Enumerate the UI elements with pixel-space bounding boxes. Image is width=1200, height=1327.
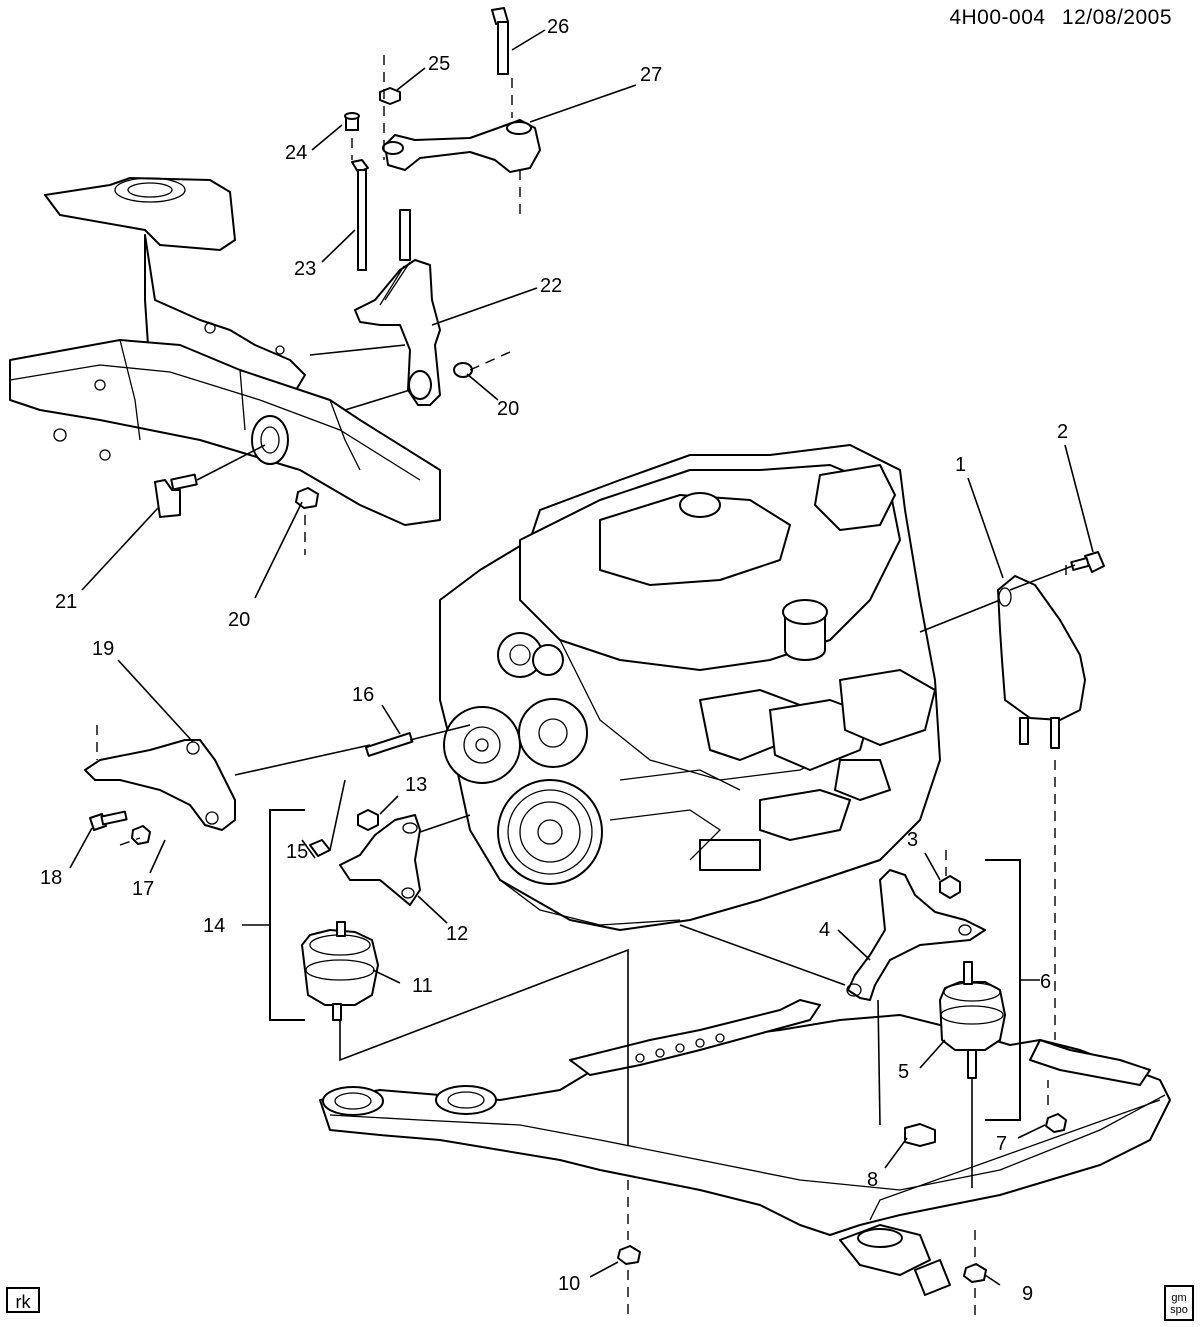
part-22-bracket [354,259,441,406]
callout-6: 6 [1040,971,1051,993]
part-21-bracket-bolt [154,473,198,518]
callout-9: 9 [1022,1283,1033,1305]
part-26-bolt [491,7,509,75]
callout-19: 19 [92,638,114,660]
part-20-nut-lower [295,487,319,509]
engine-cradle [319,999,1171,1296]
diagram-header: 4H00-004 12/08/2005 [949,6,1172,30]
callout-18: 18 [40,867,62,889]
logo-text-top: gm [1171,1292,1187,1304]
part-17-nut [131,825,151,845]
callout-4: 4 [819,919,830,941]
engine-assembly [439,444,941,931]
callout-20-upper: 20 [497,398,519,420]
callout-17: 17 [132,878,154,900]
callout-3: 3 [907,829,918,851]
callout-10: 10 [558,1273,580,1295]
callout-22: 22 [540,275,562,297]
reference-tag: rk [6,1287,40,1313]
part-16-stud [364,732,414,757]
callout-16: 16 [352,684,374,706]
callout-21: 21 [55,591,77,613]
part-23-long-bolt [351,159,369,271]
logo-text-bottom: spo [1170,1304,1188,1316]
diagram-date: 12/08/2005 [1061,6,1172,29]
part-24-bolt [344,112,360,131]
frame-rail-upper [9,177,441,526]
part-15-bolt [309,839,331,857]
callout-5: 5 [898,1061,909,1083]
callout-labels: 1 2 3 4 5 6 7 8 9 10 11 12 13 14 15 16 1… [40,16,1068,1305]
callout-26: 26 [547,16,569,38]
callout-23: 23 [294,258,316,280]
part-11-left-mount [301,921,379,1021]
diagram-code: 4H00-004 [949,6,1046,29]
callout-20-lower: 20 [228,609,250,631]
part-27-torque-strut [382,119,541,173]
callout-14: 14 [203,915,225,937]
callout-11: 11 [412,975,433,997]
part-9-nut [963,1263,987,1283]
callout-25: 25 [428,53,450,75]
part-3-nut [939,875,961,899]
callout-7: 7 [996,1133,1007,1155]
relationship-lines [196,344,1076,1188]
part-10-nut [617,1245,641,1265]
part-13-nut [357,809,379,831]
callout-15: 15 [286,841,308,863]
part-25-nut [379,87,401,105]
part-4-bracket [846,869,986,1001]
callout-24: 24 [285,142,307,164]
callout-27: 27 [640,64,662,86]
callout-8: 8 [867,1169,878,1191]
callout-12: 12 [446,923,468,945]
part-1-mount-bracket [997,575,1086,749]
stud-under-22 [399,209,411,261]
part-8-bolt [904,1123,936,1147]
part-7-nut [1045,1113,1067,1133]
part-12-bracket [339,814,421,906]
alignment-lines [96,55,1067,1315]
part-18-bolt [89,810,128,831]
part-2-bolt [1070,551,1105,573]
callout-1: 1 [955,454,966,476]
part-5-right-mount [939,961,1006,1079]
gm-spo-logo: gm spo [1164,1285,1194,1321]
leader-lines [69,29,1094,1286]
callout-13: 13 [405,774,427,796]
callout-2: 2 [1057,421,1068,443]
